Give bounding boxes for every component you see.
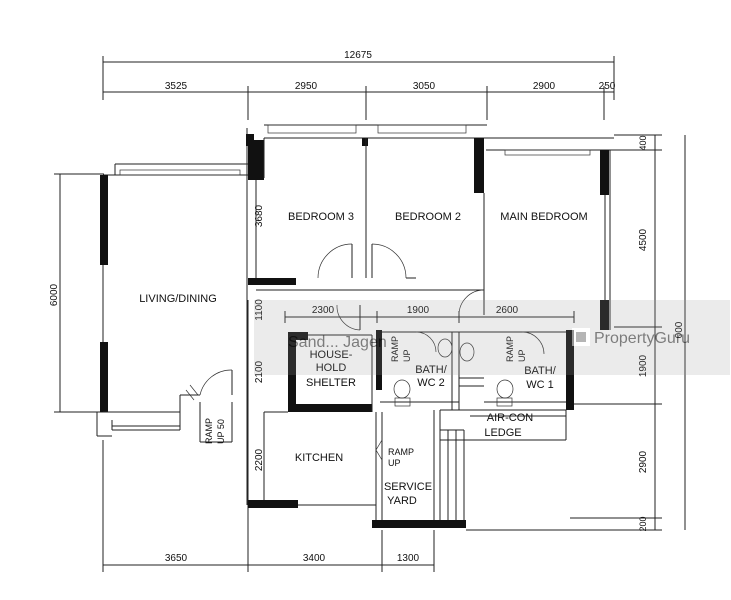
room-labels: BEDROOM 3 BEDROOM 2 MAIN BEDROOM LIVING/… bbox=[139, 211, 588, 507]
ramp-label-a: RAMP bbox=[390, 336, 400, 362]
dim-top-5: 250 bbox=[599, 81, 616, 92]
ramp-label-d2: UP bbox=[388, 458, 401, 468]
watermark-left-text: Sand... Jagen bbox=[288, 334, 387, 351]
dim-inner-left-2: 1100 bbox=[254, 299, 265, 321]
label-aircon-1: AIR-CON bbox=[487, 412, 534, 424]
label-bath1-2: WC 1 bbox=[526, 379, 554, 391]
dim-overall: 12675 bbox=[344, 50, 372, 61]
dim-bottom-3: 1300 bbox=[397, 553, 420, 564]
dim-left-1: 6000 bbox=[49, 283, 60, 306]
dim-top-4: 2900 bbox=[533, 81, 556, 92]
dim-right-2: 4500 bbox=[638, 228, 649, 251]
label-bedroom-2: BEDROOM 2 bbox=[395, 211, 461, 223]
dim-right-4: 2900 bbox=[638, 450, 649, 473]
dim-right-3: 1900 bbox=[638, 354, 649, 377]
label-service-1: SERVICE bbox=[384, 481, 432, 493]
label-bath2-2: WC 2 bbox=[417, 377, 445, 389]
ramp-label-d: RAMP bbox=[388, 447, 414, 457]
watermark: Sand... Jagen PropertyGuru bbox=[254, 300, 730, 375]
propertyguru-logo-icon bbox=[572, 328, 590, 346]
label-bath2-1: BATH/ bbox=[415, 364, 448, 376]
dim-right-5: 200 bbox=[638, 516, 648, 531]
dim-inner-left-1: 3680 bbox=[254, 204, 265, 227]
dim-right-outer: 000 bbox=[674, 321, 685, 338]
label-living-dining: LIVING/DINING bbox=[139, 293, 217, 305]
middle-dimensions: 2300 1900 2600 bbox=[284, 305, 575, 323]
dim-top-2: 2950 bbox=[295, 81, 318, 92]
ramp-label-b2: UP bbox=[517, 349, 527, 362]
dim-top-3: 3050 bbox=[413, 81, 436, 92]
dim-bottom-1: 3650 bbox=[165, 553, 188, 564]
label-kitchen: KITCHEN bbox=[295, 452, 343, 464]
top-dimensions: 12675 3525 2950 3050 2900 250 bbox=[102, 50, 616, 120]
dim-inner-left-4: 2200 bbox=[254, 448, 265, 471]
ramp-label-a2: UP bbox=[402, 349, 412, 362]
ramp-label-c: RAMP bbox=[204, 418, 214, 444]
dim-mid-2: 1900 bbox=[407, 305, 430, 316]
right-dimensions: 400 4500 1900 2900 200 000 bbox=[466, 134, 686, 532]
bottom-dimensions: 3650 3400 1300 bbox=[102, 440, 435, 572]
label-shelter-3: SHELTER bbox=[306, 377, 356, 389]
dim-right-1: 400 bbox=[638, 135, 648, 150]
dim-inner-left-3: 2100 bbox=[254, 360, 265, 383]
dim-bottom-2: 3400 bbox=[303, 553, 326, 564]
ramp-label-c2: UP 50 bbox=[216, 419, 226, 444]
ramp-labels: RAMP UP RAMP UP RAMP UP 50 RAMP UP bbox=[204, 336, 527, 468]
label-shelter-1: HOUSE- bbox=[310, 349, 353, 361]
left-dimensions: 6000 3680 1100 2100 2200 bbox=[49, 128, 265, 505]
label-bath1-1: BATH/ bbox=[524, 365, 557, 377]
label-service-2: YARD bbox=[387, 495, 417, 507]
label-bedroom-3: BEDROOM 3 bbox=[288, 211, 354, 223]
dim-mid-3: 2600 bbox=[496, 305, 519, 316]
dim-top-1: 3525 bbox=[165, 81, 188, 92]
watermark-brand: PropertyGuru bbox=[594, 330, 690, 347]
label-main-bedroom: MAIN BEDROOM bbox=[500, 211, 587, 223]
label-shelter-2: HOLD bbox=[316, 362, 347, 374]
dim-mid-1: 2300 bbox=[312, 305, 335, 316]
ramp-label-b: RAMP bbox=[505, 336, 515, 362]
label-aircon-2: LEDGE bbox=[484, 427, 521, 439]
walls bbox=[96, 124, 614, 528]
